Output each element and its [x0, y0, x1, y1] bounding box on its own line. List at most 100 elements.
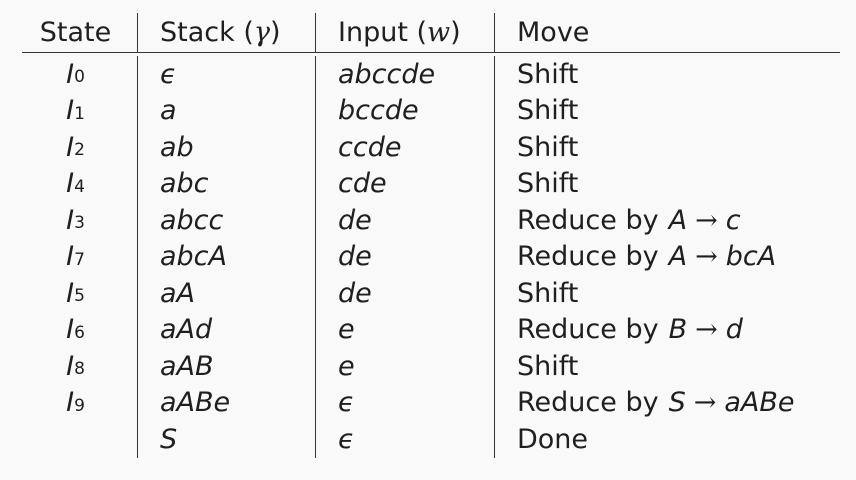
move-cell: Shift — [494, 165, 840, 202]
input-cell: e — [315, 348, 494, 385]
move-text: Shift — [517, 95, 579, 127]
state-letter: I — [66, 314, 75, 346]
rule-rhs: d — [725, 314, 743, 346]
stack-value: abc — [160, 168, 209, 200]
input-cell: ϵ — [315, 384, 494, 421]
state-letter: I — [66, 387, 75, 419]
stack-cell: abc — [137, 165, 315, 202]
state-subscript: 6 — [74, 322, 85, 343]
move-text: Reduce by — [517, 387, 659, 419]
rule-arrow: → — [695, 314, 718, 346]
input-value: de — [338, 241, 372, 273]
move-text: Reduce by — [517, 204, 659, 236]
move-text: Shift — [517, 131, 579, 163]
rule-arrow: → — [695, 204, 718, 236]
stack-value: S — [160, 423, 178, 455]
header-rule — [22, 52, 840, 53]
input-cell: ϵ — [315, 421, 494, 458]
move-text: Reduce by — [517, 241, 659, 273]
stack-cell: ϵ — [137, 56, 315, 93]
header-stack: Stack (γ) — [137, 13, 315, 52]
move-cell: Reduce by B→d — [494, 311, 840, 348]
rule-lhs: B — [668, 314, 688, 346]
state-letter: I — [66, 168, 75, 200]
rule-lhs: S — [668, 387, 686, 419]
input-value: abccde — [338, 58, 436, 90]
header-move-label: Move — [517, 17, 590, 48]
move-text: Shift — [517, 350, 579, 382]
state-letter: I — [66, 277, 75, 309]
rule-arrow: → — [693, 387, 717, 419]
stack-value: abcc — [160, 204, 224, 236]
rule-lhs: A — [668, 204, 688, 236]
header-move: Move — [494, 13, 840, 52]
header-state-label: State — [39, 17, 112, 48]
state-subscript: 4 — [74, 176, 85, 197]
state-subscript: 8 — [74, 359, 85, 380]
move-cell: Shift — [494, 275, 840, 312]
move-cell: Shift — [494, 348, 840, 385]
rule-rhs: c — [725, 204, 741, 236]
input-value: ccde — [338, 131, 402, 163]
state-cell — [22, 421, 137, 458]
state-letter: I — [66, 131, 75, 163]
input-value: cde — [338, 168, 387, 200]
input-cell: ccde — [315, 129, 494, 166]
move-text: Shift — [517, 277, 579, 309]
state-subscript: 1 — [74, 103, 85, 124]
input-cell: de — [315, 202, 494, 239]
stack-value: abcA — [160, 241, 227, 273]
state-subscript: 3 — [74, 213, 85, 234]
header-state: State — [22, 13, 137, 52]
stack-value: ab — [160, 131, 194, 163]
rule-rhs: bcA — [725, 241, 777, 273]
header-input: Input (w) — [315, 13, 494, 52]
header-input-symbol: w — [427, 17, 451, 48]
input-cell: de — [315, 238, 494, 275]
stack-cell: abcA — [137, 238, 315, 275]
state-letter: I — [66, 350, 75, 382]
header-stack-symbol: γ — [253, 17, 271, 48]
stack-value: aAB — [160, 350, 214, 382]
move-cell: Shift — [494, 92, 840, 129]
stack-cell: a — [137, 92, 315, 129]
input-cell: de — [315, 275, 494, 312]
state-letter: I — [66, 204, 75, 236]
stack-value: ϵ — [160, 58, 177, 90]
input-value: ϵ — [338, 387, 355, 419]
stack-cell: aABe — [137, 384, 315, 421]
rule-arrow: → — [695, 241, 718, 273]
stack-value: aABe — [160, 387, 231, 419]
stack-cell: S — [137, 421, 315, 458]
input-cell: bccde — [315, 92, 494, 129]
move-text: Shift — [517, 168, 579, 200]
move-cell: Done — [494, 421, 840, 458]
table-header-row: State Stack (γ) Input (w) Move — [22, 13, 840, 52]
state-subscript: 0 — [74, 67, 85, 88]
stack-value: a — [160, 95, 177, 127]
move-text: Reduce by — [517, 314, 659, 346]
state-letter: I — [66, 58, 75, 90]
state-letter: I — [66, 241, 75, 273]
stack-value: aAd — [160, 314, 213, 346]
input-cell: abccde — [315, 56, 494, 93]
stack-cell: abcc — [137, 202, 315, 239]
input-cell: e — [315, 311, 494, 348]
stack-cell: aAB — [137, 348, 315, 385]
